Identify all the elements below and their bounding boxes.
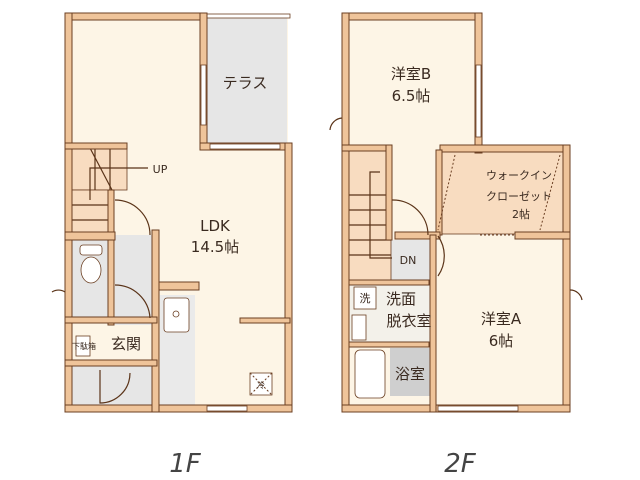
ldk-label: LDK — [200, 217, 231, 235]
wic-label-line1: ウォークイン — [486, 169, 552, 182]
wall — [341, 144, 393, 152]
room-b-size: 6.5帖 — [392, 87, 431, 105]
wall — [341, 12, 350, 413]
wall — [107, 189, 115, 326]
wall — [348, 279, 430, 286]
door-swing[interactable] — [51, 289, 66, 293]
wall — [429, 234, 437, 413]
door-swing[interactable] — [569, 289, 583, 301]
shoe-cabinet-label: 下駄箱 — [72, 341, 96, 351]
wall — [435, 149, 443, 236]
room-a-size: 6帖 — [489, 332, 514, 350]
wall — [158, 281, 200, 291]
floor-2-plan: 洋室B 6.5帖 ウォークイン クローゼット 2帖 DN 洗 洗面 脱衣室 洋室… — [329, 12, 583, 413]
wic-floor — [437, 149, 567, 235]
bathroom-floor — [390, 348, 430, 396]
wall — [348, 341, 430, 348]
wall — [284, 142, 293, 413]
washroom-label-line2: 脱衣室 — [386, 312, 431, 330]
wall — [439, 144, 571, 153]
door-swing[interactable] — [329, 117, 343, 131]
terrace-floor — [207, 18, 287, 146]
bathroom-label: 浴室 — [395, 365, 425, 383]
entrance-floor — [72, 365, 152, 405]
stairs-2f — [348, 149, 392, 281]
shoe-cabinet — [75, 335, 91, 357]
wall — [64, 12, 208, 21]
wall — [514, 231, 571, 240]
floor-2-label: 2F — [444, 449, 477, 479]
ldk-size: 14.5帖 — [191, 238, 239, 256]
entrance-door[interactable] — [99, 370, 131, 404]
room-a-floor — [435, 235, 567, 407]
wall — [64, 316, 158, 324]
toilet-icon — [79, 244, 103, 284]
floor-1-label: 1F — [169, 449, 202, 479]
wash-basin-icon — [351, 314, 367, 341]
wall — [64, 404, 293, 413]
wall — [562, 144, 571, 413]
washroom-label-line1: 洗面 — [386, 290, 416, 308]
door-swing[interactable] — [437, 235, 445, 277]
hall-floor — [385, 240, 435, 280]
door-swing[interactable] — [114, 199, 151, 236]
entrance-label: 玄関 — [111, 335, 141, 353]
wall — [64, 359, 158, 367]
wall — [64, 231, 116, 241]
wic-label-line2: クローゼット — [486, 190, 552, 203]
floor-1-plan: テラス LDK 14.5帖 UP 玄関 下駄箱 冷 — [51, 12, 293, 413]
stairs-up-label: UP — [153, 163, 168, 176]
room-b-label: 洋室B — [391, 65, 431, 83]
wic-size: 2帖 — [512, 208, 530, 221]
door-swing[interactable] — [114, 284, 151, 319]
wall — [341, 12, 483, 21]
terrace-label: テラス — [223, 74, 268, 92]
washing-machine-icon — [353, 286, 377, 310]
wall — [394, 231, 441, 240]
stairs-down-label: DN — [400, 254, 417, 267]
door-swing[interactable] — [391, 199, 429, 236]
bathtub-icon — [354, 349, 386, 399]
wall — [64, 12, 73, 413]
washer-label: 洗 — [360, 292, 371, 305]
wall — [64, 142, 128, 150]
fridge-icon — [249, 372, 273, 396]
wall — [385, 144, 393, 241]
fridge-label: 冷 — [257, 380, 265, 390]
kitchen-sink-icon — [163, 297, 190, 333]
wall — [239, 317, 291, 324]
room-a-label: 洋室A — [481, 310, 522, 328]
